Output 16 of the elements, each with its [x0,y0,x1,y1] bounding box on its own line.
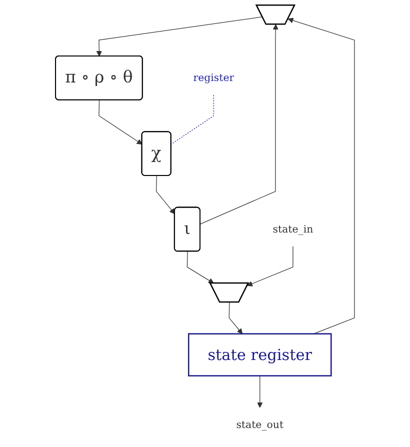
arrow [288,18,355,334]
arrow [247,246,294,286]
node-text: state_out [236,418,284,430]
node-box: state register [188,333,332,376]
arrow [156,176,175,214]
arrow [98,100,142,145]
node-text: state_in [272,222,314,235]
arrow [257,375,263,408]
arrow [200,24,278,224]
arrow [186,251,214,284]
node-trapezoid [209,282,250,303]
arrow [228,302,243,334]
node-trapezoid [255,4,296,25]
arrow [96,16,263,57]
connector [170,94,214,145]
node-text: register [193,72,234,84]
